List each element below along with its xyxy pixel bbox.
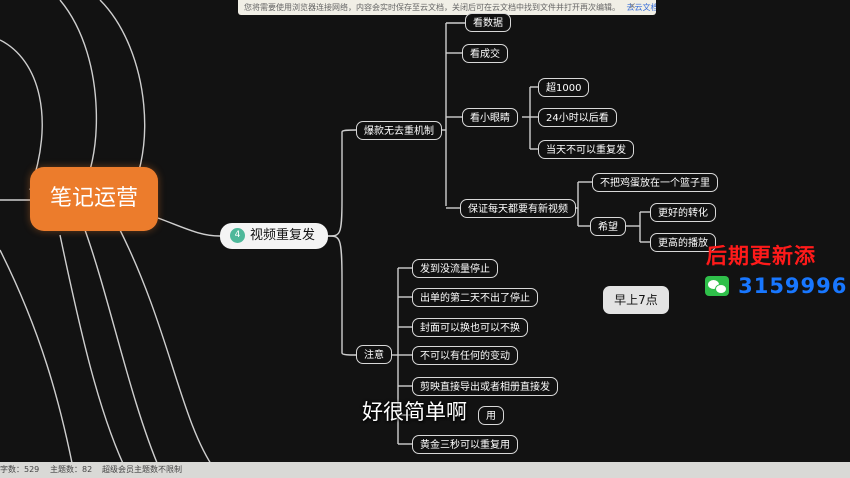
topic-no-dedup[interactable]: 爆款无去重机制 bbox=[356, 121, 442, 140]
wechat-icon bbox=[705, 276, 729, 296]
overlay-red-caption: 后期更新添 bbox=[706, 240, 816, 270]
topic-check-data[interactable]: 看数据 bbox=[465, 13, 511, 32]
topic-over-1000[interactable]: 超1000 bbox=[538, 78, 589, 97]
topic-hope[interactable]: 希望 bbox=[590, 217, 626, 236]
video-subtitle: 好很简单啊 bbox=[362, 396, 467, 426]
banner-text: 您将需要使用浏览器连接网络，内容会实时保存至云文档，关闭后可在云文档中找到文件并… bbox=[244, 3, 620, 12]
topic-count: 主题数：82 bbox=[50, 462, 92, 478]
topic-better-conversion[interactable]: 更好的转化 bbox=[650, 203, 716, 222]
topic-check-deals[interactable]: 看成交 bbox=[462, 44, 508, 63]
topic-stop-no-orders[interactable]: 出单的第二天不出了停止 bbox=[412, 288, 538, 307]
topic-export-direct[interactable]: 剪映直接导出或者相册直接发 bbox=[412, 377, 558, 396]
cloud-save-banner: 您将需要使用浏览器连接网络，内容会实时保存至云文档，关闭后可在云文档中找到文件并… bbox=[238, 0, 656, 15]
topic-new-video-daily[interactable]: 保证每天都要有新视频 bbox=[460, 199, 576, 218]
topic-reuse-partial[interactable]: 用 bbox=[478, 406, 504, 425]
status-bar: 字数：529 主题数：82 超级会员主题数不限制 bbox=[0, 462, 850, 478]
close-icon[interactable]: ✕ bbox=[628, 0, 636, 15]
topic-no-same-day[interactable]: 当天不可以重复发 bbox=[538, 140, 634, 159]
topic-stop-no-traffic[interactable]: 发到没流量停止 bbox=[412, 259, 498, 278]
topic-number-badge: 4 bbox=[230, 228, 245, 243]
overlay-wechat: 3159996 bbox=[705, 274, 847, 298]
topic-cover-optional[interactable]: 封面可以换也可以不换 bbox=[412, 318, 528, 337]
topic-attention[interactable]: 注意 bbox=[356, 345, 392, 364]
branch-topic-label: 视频重复发 bbox=[250, 228, 315, 243]
topic-no-changes[interactable]: 不可以有任何的变动 bbox=[412, 346, 518, 365]
topic-eggs-basket[interactable]: 不把鸡蛋放在一个篮子里 bbox=[592, 173, 718, 192]
topic-check-views[interactable]: 看小眼睛 bbox=[462, 108, 518, 127]
branch-topic-repost-video[interactable]: 4 视频重复发 bbox=[220, 223, 328, 249]
member-info: 超级会员主题数不限制 bbox=[102, 462, 182, 478]
floating-note[interactable]: 早上7点 bbox=[603, 286, 669, 314]
word-count: 字数：529 bbox=[0, 462, 39, 478]
topic-after-24h[interactable]: 24小时以后看 bbox=[538, 108, 617, 127]
wechat-number: 3159996 bbox=[738, 274, 847, 298]
topic-golden-3s[interactable]: 黄金三秒可以重复用 bbox=[412, 435, 518, 454]
root-topic[interactable]: 笔记运营 bbox=[30, 167, 158, 231]
